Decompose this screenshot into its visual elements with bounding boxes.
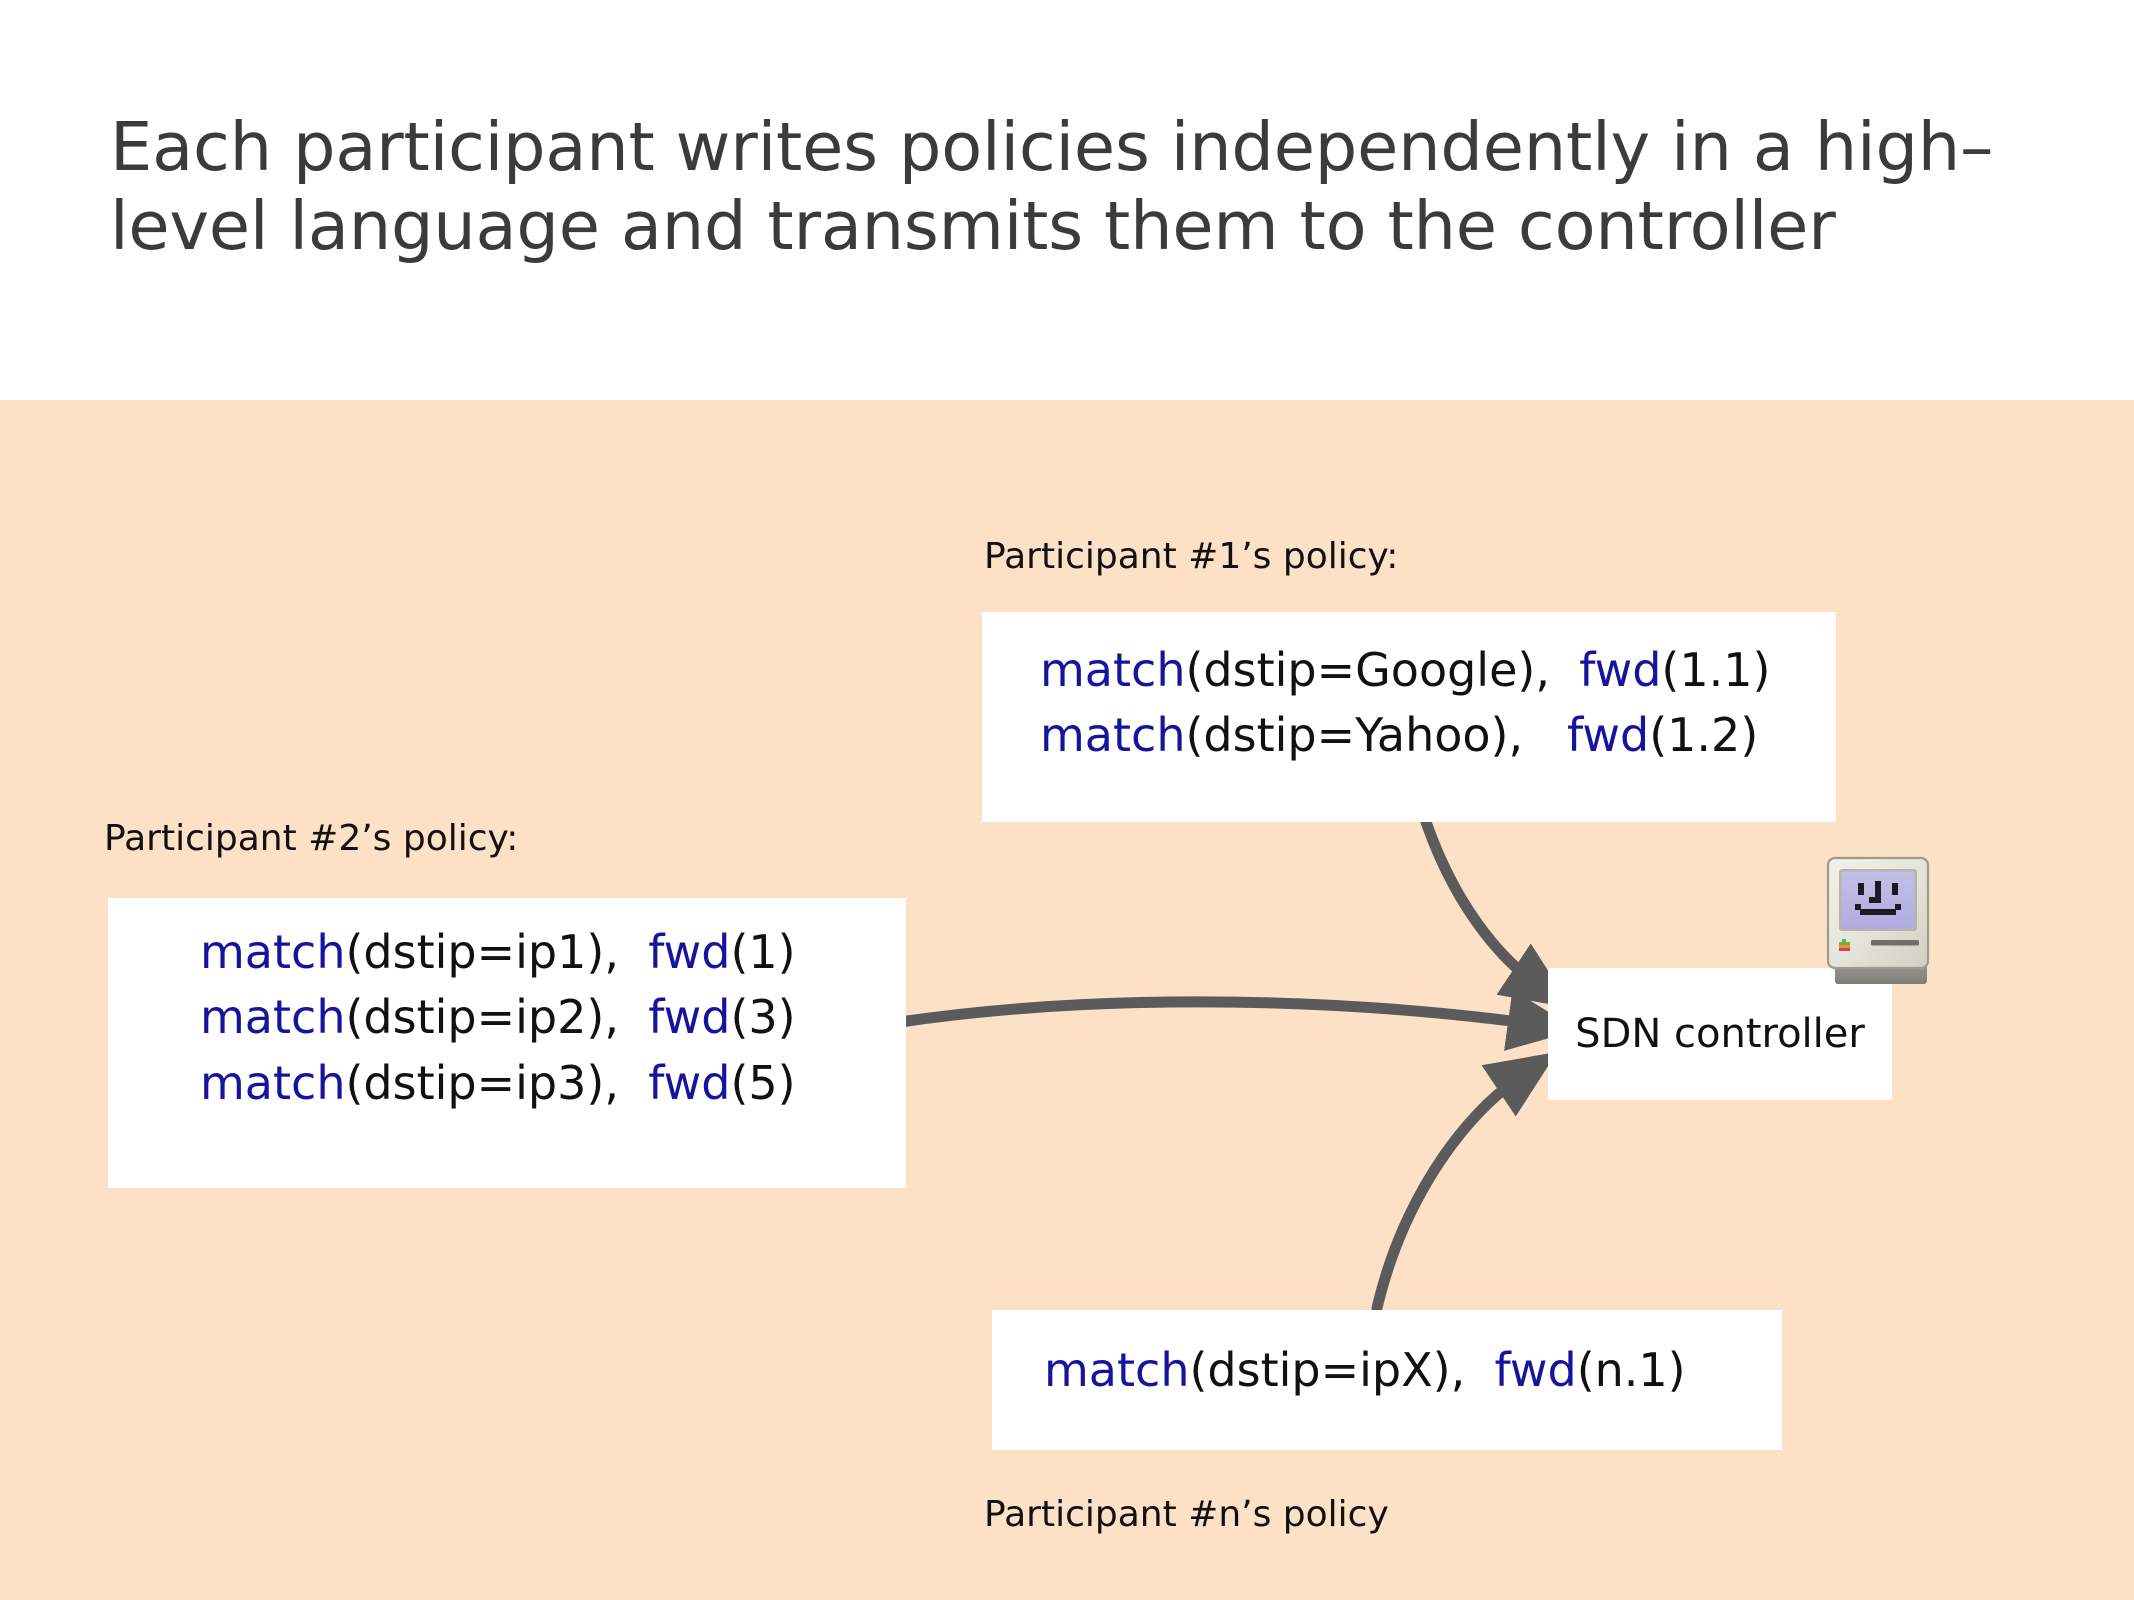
participantn-policy-box: match(dstip=ipX), fwd(n.1) [992,1310,1782,1450]
fwd-args: (1.2) [1649,708,1759,763]
policy-rule: match(dstip=ip2), fwd(3) [200,985,906,1050]
match-args: (dstip=Yahoo), [1185,708,1524,763]
happy-mac-icon [1826,856,1930,984]
policy-rule: match(dstip=Yahoo), fwd(1.2) [1040,703,1836,768]
fwd-args: (n.1) [1576,1343,1686,1397]
fwd-args: (1.1) [1661,643,1771,697]
match-args: (dstip=ipX), [1189,1343,1466,1397]
match-args: (dstip=ip3), [345,1055,619,1110]
match-keyword: match [200,925,346,979]
title-band: Each participant writes policies indepen… [0,0,2134,400]
fwd-keyword: fwd [1494,1343,1577,1397]
match-keyword: match [1044,1343,1190,1397]
fwd-args: (1) [730,925,796,979]
fwd-keyword: fwd [1567,708,1650,763]
match-keyword: match [1040,708,1186,763]
match-args: (dstip=ip2), [345,990,619,1045]
sdn-controller-label: SDN controller [1575,1011,1865,1057]
apple-logo-icon [1839,939,1850,951]
participantn-caption: Participant #n’s policy [984,1494,1389,1535]
fwd-args: (5) [730,1055,796,1110]
policy-rule: match(dstip=ip1), fwd(1) [200,920,906,985]
match-keyword: match [200,990,346,1045]
participant2-policy-box: match(dstip=ip1), fwd(1) match(dstip=ip2… [108,898,906,1188]
match-keyword: match [200,1055,346,1110]
fwd-args: (3) [730,990,796,1045]
participant2-caption: Participant #2’s policy: [104,818,519,859]
participant1-policy-box: match(dstip=Google), fwd(1.1) match(dsti… [982,612,1836,822]
match-args: (dstip=ip1), [345,925,619,979]
fwd-keyword: fwd [648,925,731,979]
fwd-keyword: fwd [648,1055,731,1110]
match-keyword: match [1040,643,1186,697]
match-args: (dstip=Google), [1185,643,1550,697]
policy-rule: match(dstip=ipX), fwd(n.1) [1044,1338,1782,1403]
participant1-caption: Participant #1’s policy: [984,536,1399,577]
fwd-keyword: fwd [1579,643,1662,697]
policy-rule: match(dstip=ip3), fwd(5) [200,1051,906,1116]
fwd-keyword: fwd [648,990,731,1045]
page-title: Each participant writes policies indepen… [110,108,1994,266]
policy-rule: match(dstip=Google), fwd(1.1) [1040,638,1836,703]
sdn-controller-box: SDN controller [1548,968,1892,1100]
